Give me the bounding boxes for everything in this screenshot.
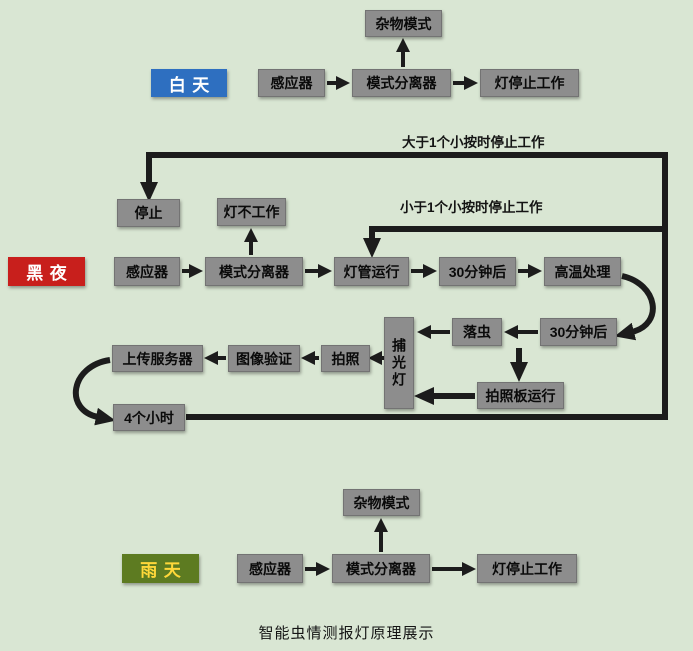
node-mode-separator-day: 模式分离器 (352, 69, 451, 97)
node-sensor-night: 感应器 (114, 257, 180, 286)
diagram-title: 智能虫情测报灯原理展示 (258, 626, 435, 642)
curve-hightemp-to-30min2 (614, 273, 656, 341)
node-lamp-stop-day: 灯停止工作 (480, 69, 579, 97)
curve-upload-to-4hours (72, 357, 116, 426)
annotation-lt-1hour: 小于1个小按时停止工作 (400, 200, 543, 215)
node-drop-insect: 落虫 (452, 318, 502, 346)
label-night: 黑夜 (8, 257, 85, 286)
node-sensor-rain: 感应器 (237, 554, 303, 583)
node-high-temp: 高温处理 (544, 257, 621, 286)
node-after-30min-1: 30分钟后 (439, 257, 516, 286)
node-photo-board: 拍照板运行 (477, 382, 564, 409)
node-take-photo: 拍照 (321, 345, 370, 372)
node-stop: 停止 (117, 199, 180, 227)
node-lamp-off: 灯不工作 (217, 198, 286, 226)
node-lamp-run: 灯管运行 (334, 257, 409, 286)
node-sensor-day: 感应器 (258, 69, 325, 97)
annotation-gt-1hour: 大于1个小按时停止工作 (402, 135, 545, 150)
label-rain: 雨天 (122, 554, 199, 583)
node-mode-separator-night: 模式分离器 (205, 257, 303, 286)
loop-branch-to-lamprun (363, 226, 665, 258)
node-lamp-stop-rain: 灯停止工作 (477, 554, 577, 583)
node-misc-mode-rain: 杂物模式 (343, 489, 420, 516)
node-upload-server: 上传服务器 (112, 345, 203, 372)
node-image-verify: 图像验证 (228, 345, 300, 372)
node-4-hours: 4个小时 (113, 404, 185, 431)
loop-4hours-to-stop (140, 152, 668, 420)
node-light-trap: 捕光灯 (384, 317, 414, 409)
node-after-30min-2: 30分钟后 (540, 318, 617, 346)
node-misc-mode-day: 杂物模式 (365, 10, 442, 37)
node-mode-separator-rain: 模式分离器 (332, 554, 430, 583)
label-daytime: 白天 (151, 69, 227, 97)
